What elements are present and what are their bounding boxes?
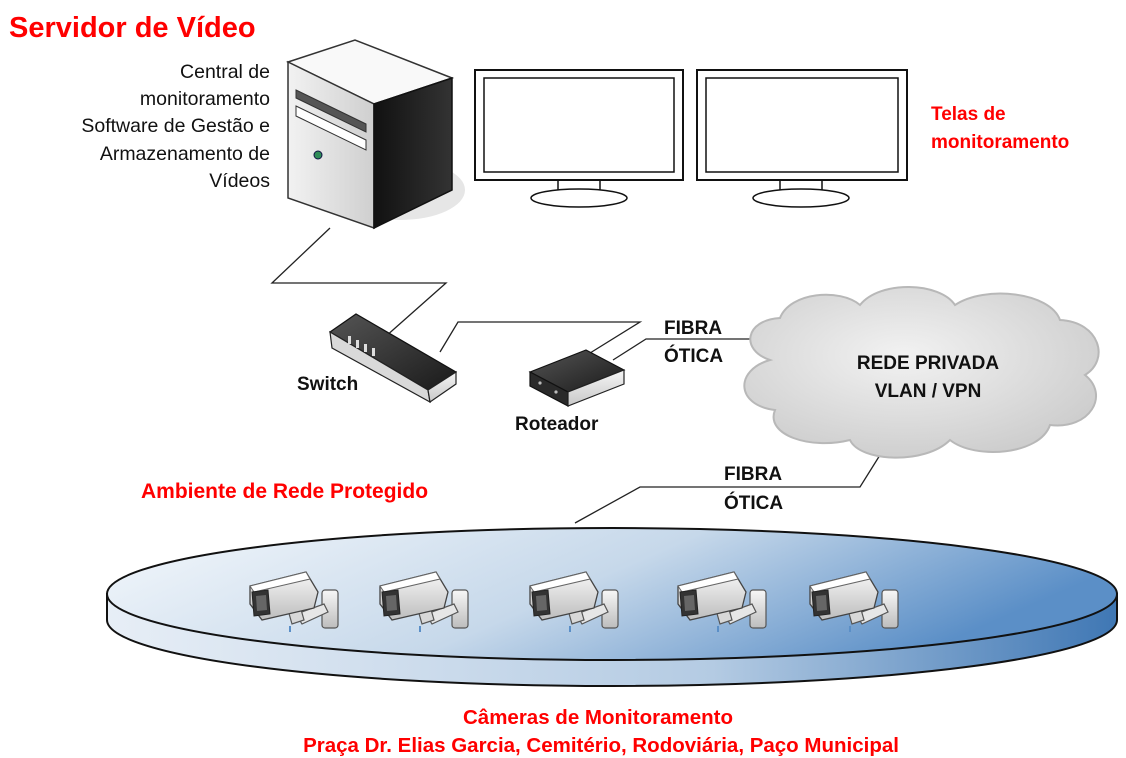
- server-desc-line: monitoramento: [140, 88, 270, 110]
- protected-area-label: Ambiente de Rede Protegido: [141, 480, 428, 503]
- svg-text:ÓTICA: ÓTICA: [724, 492, 783, 514]
- cameras-caption-line: Praça Dr. Elias Garcia, Cemitério, Rodov…: [303, 734, 899, 757]
- monitor-icon: [474, 69, 684, 208]
- fiber-label-router-cloud: FIBRA ÓTICA: [664, 318, 723, 367]
- cable-cloud-cameras: [574, 454, 881, 524]
- svg-text:FIBRA: FIBRA: [724, 464, 782, 485]
- server-desc-line: Software de Gestão e: [81, 115, 270, 137]
- monitor-icon: [696, 69, 908, 208]
- router-icon: [528, 349, 626, 407]
- server-title: Servidor de Vídeo: [9, 12, 256, 44]
- svg-text:ÓTICA: ÓTICA: [664, 345, 723, 367]
- switch-label: Switch: [297, 374, 358, 395]
- cable-server-switch: [270, 227, 448, 338]
- monitors-label: Telas de monitoramento: [931, 104, 1069, 153]
- cable-router-cloud: [612, 338, 770, 361]
- server-desc-line: Central de: [180, 61, 270, 83]
- router-label: Roteador: [515, 414, 599, 435]
- monitors-label-line: Telas de: [931, 104, 1006, 125]
- server-desc-line: Vídeos: [209, 170, 270, 192]
- switch-icon: [328, 313, 458, 404]
- svg-text:FIBRA: FIBRA: [664, 318, 722, 339]
- cloud-label: REDE PRIVADA VLAN / VPN: [857, 353, 999, 402]
- cameras-caption-line: Câmeras de Monitoramento: [463, 706, 733, 729]
- cable-switch-router: [439, 321, 643, 359]
- cloud-icon: [743, 286, 1100, 459]
- server-desc-line: Armazenamento de: [100, 143, 270, 165]
- monitors-label-line: monitoramento: [931, 132, 1069, 153]
- svg-text:VLAN / VPN: VLAN / VPN: [875, 381, 982, 402]
- fiber-label-cloud-cameras: FIBRA ÓTICA: [724, 464, 783, 514]
- cameras-caption: Câmeras de Monitoramento Praça Dr. Elias…: [303, 706, 899, 757]
- svg-text:REDE PRIVADA: REDE PRIVADA: [857, 353, 999, 374]
- server-description: Central de monitoramento Software de Ges…: [81, 61, 270, 192]
- server-tower-icon: [286, 39, 465, 230]
